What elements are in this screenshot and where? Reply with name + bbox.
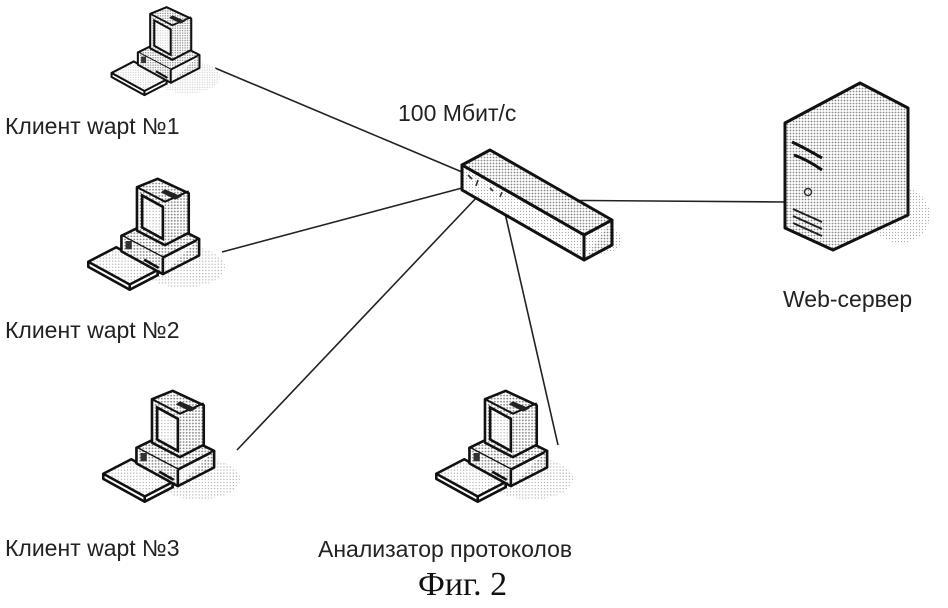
switch-icon[interactable] <box>462 150 622 260</box>
server-label: Web-сервер <box>783 286 912 313</box>
client3-label: Клиент wapt №3 <box>5 535 180 562</box>
client2-computer-icon[interactable] <box>88 179 225 290</box>
client3-computer-icon[interactable] <box>103 391 240 502</box>
analyzer-label: Анализатор протоколов <box>318 536 572 563</box>
client1-label: Клиент wapt №1 <box>5 113 180 140</box>
link-client2-switch <box>222 188 462 252</box>
link-speed-label: 100 Мбит/с <box>398 100 516 127</box>
analyzer-computer-icon[interactable] <box>436 391 573 502</box>
server-icon[interactable] <box>785 83 930 250</box>
client2-label: Клиент wapt №2 <box>5 317 180 344</box>
link-client3-switch <box>237 196 478 450</box>
client1-computer-icon[interactable] <box>112 7 220 95</box>
figure-caption: Фиг. 2 <box>418 566 507 604</box>
